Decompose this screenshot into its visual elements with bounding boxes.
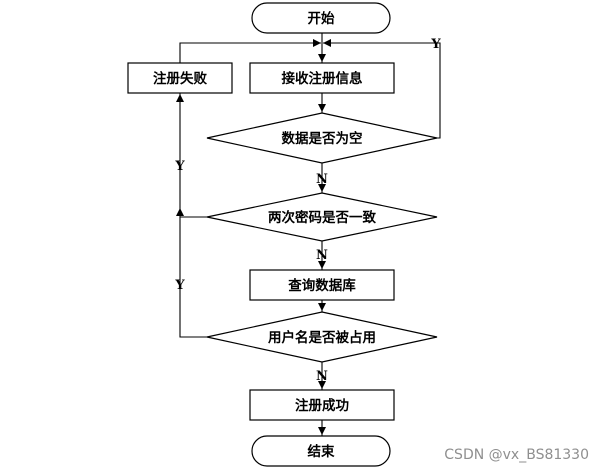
arrowhead	[318, 261, 326, 269]
start-terminal	[251, 2, 391, 34]
arrowhead	[318, 184, 326, 192]
start-label: 开始	[308, 10, 335, 27]
query-db-label: 查询数据库	[288, 277, 356, 294]
username-yes-label: Y	[174, 278, 185, 293]
watermark: CSDN @vx_BS81330	[444, 447, 589, 463]
end-label: 结束	[308, 443, 335, 460]
arrowhead	[313, 39, 321, 47]
register-success-label: 注册成功	[295, 397, 349, 414]
end-terminal	[251, 435, 391, 467]
arrowhead	[318, 427, 326, 435]
password-yes-label: Y	[174, 159, 185, 174]
check-empty-label: 数据是否为空	[282, 130, 363, 147]
arrowhead	[318, 303, 326, 311]
arrowhead	[176, 208, 184, 216]
register-success-box	[249, 389, 395, 421]
receive-info-label: 接收注册信息	[282, 70, 363, 87]
username-no-label: N	[316, 369, 328, 384]
arrowhead	[318, 54, 326, 62]
arrowhead	[318, 381, 326, 389]
receive-info-box	[249, 62, 395, 94]
check-username-label: 用户名是否被占用	[268, 329, 376, 346]
password-yes-line	[179, 93, 207, 218]
username-yes-line	[179, 217, 207, 338]
empty-yes-label: Y	[430, 37, 441, 52]
arrowhead	[318, 104, 326, 112]
arrowhead	[176, 94, 184, 102]
arrowhead	[323, 39, 331, 47]
fail-return-line	[179, 42, 321, 63]
password-no-label: N	[316, 248, 328, 263]
empty-no-label: N	[316, 172, 328, 187]
query-db-box	[249, 269, 395, 301]
empty-yes-loop	[323, 42, 441, 139]
register-fail-label: 注册失败	[153, 70, 207, 87]
check-password-label: 两次密码是否一致	[268, 209, 376, 226]
